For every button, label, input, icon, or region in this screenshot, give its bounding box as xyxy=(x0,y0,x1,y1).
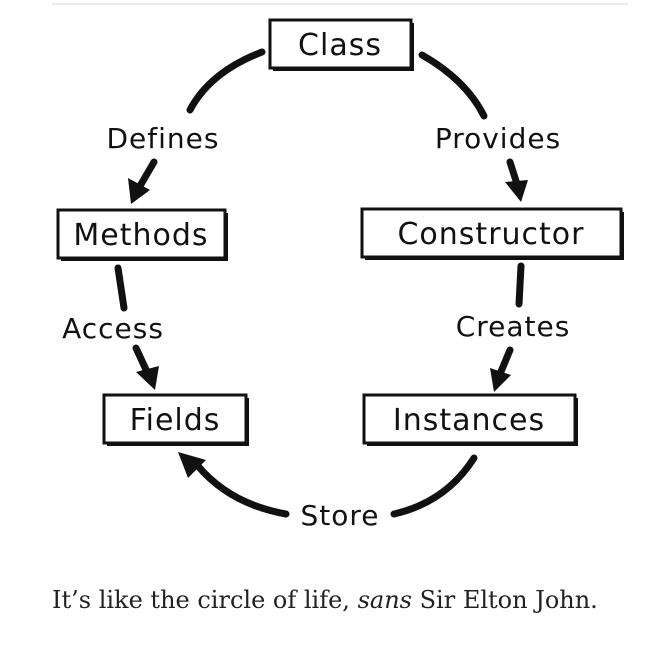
node-instances: Instances xyxy=(362,393,578,446)
edge-defines: Defines xyxy=(107,48,266,204)
node-constructor: Constructor xyxy=(360,207,624,260)
edge-store-label: Store xyxy=(300,499,379,532)
node-fields-label: Fields xyxy=(130,403,221,438)
edge-defines-label: Defines xyxy=(107,122,220,155)
caption-text-after: Sir Elton John. xyxy=(411,586,598,614)
arrow-access-head xyxy=(136,366,159,390)
arrow-provides-head xyxy=(505,180,528,202)
caption-emphasis: sans xyxy=(357,586,412,614)
node-constructor-label: Constructor xyxy=(397,217,584,252)
node-instances-label: Instances xyxy=(393,403,545,438)
class-lifecycle-diagram: Class Methods Constructor Fields Instanc… xyxy=(56,18,624,532)
node-methods-label: Methods xyxy=(73,218,208,253)
top-divider xyxy=(52,3,628,5)
node-class-label: Class xyxy=(298,28,382,63)
edge-store: Store xyxy=(178,452,478,532)
edge-access: Access xyxy=(62,264,164,390)
edge-provides-label: Provides xyxy=(435,122,561,155)
edge-provides: Provides xyxy=(418,51,561,202)
node-fields: Fields xyxy=(102,393,249,446)
arrow-defines-head xyxy=(128,178,150,204)
caption: It’s like the circle of life, sans Sir E… xyxy=(52,586,598,614)
edge-creates: Creates xyxy=(456,262,571,392)
node-class: Class xyxy=(268,18,414,71)
edge-creates-label: Creates xyxy=(456,310,571,343)
edge-access-label: Access xyxy=(62,312,164,345)
arrow-creates-head xyxy=(490,368,511,392)
arrow-store-head xyxy=(178,452,206,478)
node-methods: Methods xyxy=(56,208,228,261)
caption-text-before: It’s like the circle of life, xyxy=(52,586,358,614)
